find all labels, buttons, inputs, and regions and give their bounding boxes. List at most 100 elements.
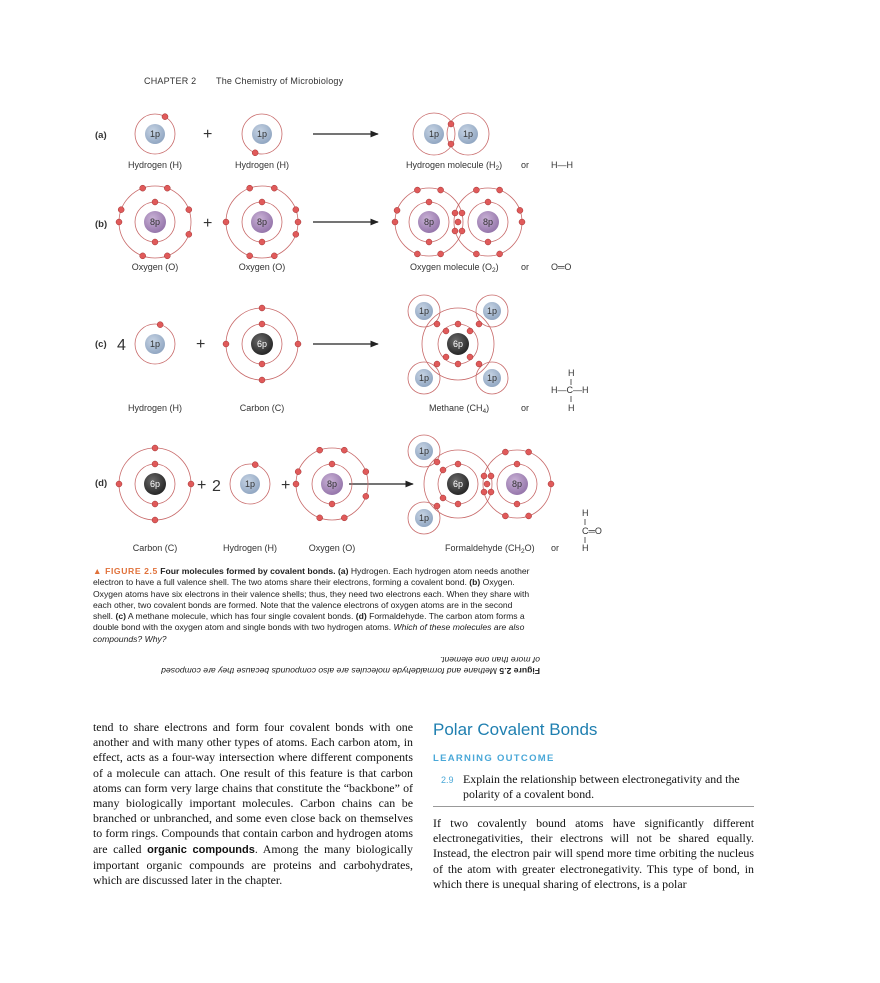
caption-text-d: Formaldehyde. The carbon atom forms a do… [93,611,525,633]
nucleus-label: 8p [150,217,160,227]
shell-1 [475,361,509,395]
label-o2-molecule: Oxygen molecule (O2) [410,262,499,274]
electron [433,360,441,368]
nucleus-o [477,211,499,233]
shell-1 [134,323,176,365]
electron [473,250,480,258]
electron [458,209,466,217]
electron [292,480,300,488]
shell-1 [446,112,490,156]
nucleus-o [144,211,166,233]
electron [271,184,278,192]
figure-label: ▲ FIGURE 2.5 [93,566,158,576]
caption-question: Which of these molecules are also compou… [93,622,525,644]
electron [391,218,399,226]
electron [164,184,171,192]
left-text-post: . Among the many biologically important … [93,841,413,888]
nucleus-label: 1p [463,129,473,139]
section-title: Polar Covalent Bonds [433,720,598,739]
shell-1 [134,113,176,155]
methane-struct-bottom: H [568,403,575,413]
label-or-c: or [521,403,529,413]
electron [139,184,146,192]
electron [454,218,462,226]
inverted-answer: Figure 2.5 Methane and formaldehyde mole… [160,654,540,676]
electron [439,466,447,474]
electron [466,353,474,361]
electron [115,218,123,226]
electron [487,488,495,496]
electron [294,340,302,348]
electron [341,446,348,454]
nucleus-c [447,333,469,355]
electron [516,207,524,214]
electron [316,514,323,522]
nucleus-h [240,474,260,494]
nucleus-label: 1p [429,129,439,139]
label-oxygen-b2: Oxygen (O) [239,262,286,272]
shell-1 [407,294,441,328]
nucleus-label: 8p [257,217,267,227]
shell-1 [407,501,441,535]
plus-d2: + [281,477,290,494]
nucleus-c [447,473,469,495]
formaldehyde-struct-bottom: H [582,543,589,553]
electron [454,460,462,468]
coef-c: 4 [117,337,126,354]
electron [502,512,509,520]
electron [502,448,509,456]
label-oxygen-b1: Oxygen (O) [132,262,179,272]
electron [547,480,555,488]
nucleus-h [424,124,444,144]
caption-text-a: Hydrogen. Each hydrogen atom needs anoth… [93,566,530,588]
electron [258,198,266,206]
electron [316,446,323,454]
row-b-letter: (b) [95,219,107,230]
label-formaldehyde: Formaldehyde (CH2O) [445,543,535,555]
nucleus-h [415,442,433,460]
electron [258,304,266,312]
electron [292,231,300,238]
chapter-title: The Chemistry of Microbiology [216,76,344,86]
h2-structural-formula: H—H [551,160,573,170]
electron [496,250,503,258]
electron [115,480,123,488]
electron [437,186,444,194]
nucleus-h [458,124,478,144]
nucleus-o [251,211,273,233]
electron [414,250,421,258]
electron [151,444,159,452]
electron [433,458,441,466]
electron [513,460,521,468]
plus-b: + [203,215,212,232]
electron [425,198,433,206]
label-methane: Methane (CH4) [429,403,489,415]
nucleus-o [418,211,440,233]
electron [433,502,441,510]
figure-heading: Four molecules formed by covalent bonds. [160,566,336,576]
plus-d1: + [197,477,206,494]
nucleus-h [252,124,272,144]
methane-struct-top: H [568,368,575,378]
electron [480,472,488,480]
nucleus-label: 6p [257,339,267,349]
electron [258,238,266,246]
nucleus-h [483,369,501,387]
label-or-a: or [521,160,529,170]
caption-tag-c: (c) [115,611,126,622]
electron [362,493,370,500]
shell-1 [407,361,441,395]
nucleus-label: 6p [453,479,463,489]
nucleus-label: 1p [419,446,429,456]
electron [328,500,336,508]
nucleus-h [145,334,165,354]
nucleus-h [145,124,165,144]
nucleus-c [251,333,273,355]
formaldehyde-struct-mid: C═O [582,526,602,536]
formaldehyde-struct-top: H [582,508,589,518]
label-carbon-d: Carbon (C) [133,543,178,553]
electron [442,327,450,335]
label-oxygen-d: Oxygen (O) [309,543,356,553]
nucleus-label: 1p [419,373,429,383]
answer-text: Methane and formaldehyde molecules are a… [161,655,540,676]
